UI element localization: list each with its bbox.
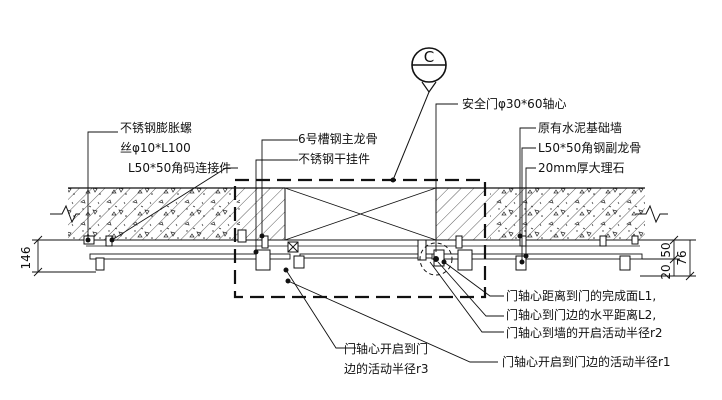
label-r3-line1: 门轴心开启到门 (344, 341, 428, 356)
door-opening (284, 187, 437, 241)
base-wall-right (490, 188, 645, 240)
pivot-point (433, 256, 439, 262)
label-expansion-bolt-line1: 不锈钢膨胀螺 (120, 121, 192, 135)
section-marker: C (390, 47, 447, 183)
label-base-wall: 原有水泥基础墙 (538, 121, 622, 135)
base-wall-center-right (436, 188, 490, 240)
section-marker-letter: C (424, 48, 434, 66)
break-line-left (50, 204, 80, 224)
label-pivot-to-wall: 门轴心到墙的开启活动半径r2 (506, 325, 663, 340)
dim-left-146: 146 (19, 247, 33, 270)
label-r3-line2: 边的活动半径r3 (344, 361, 429, 376)
label-hanger: 不锈钢干挂件 (298, 152, 370, 166)
leader-dots (85, 233, 529, 284)
dim-right-50: 50 (659, 242, 673, 257)
label-marble: 20mm厚大理石 (538, 161, 625, 175)
label-pivot: 安全门φ30*60轴心 (462, 96, 566, 111)
marble-cladding (89, 253, 643, 260)
dim-right-76: 76 (675, 250, 689, 265)
dimension-lines (32, 235, 696, 281)
label-channel-keel: 6号槽钢主龙骨 (298, 132, 378, 146)
break-line-right (636, 204, 668, 224)
door-swing-zone-outline (233, 178, 487, 299)
leader-lines (87, 103, 536, 363)
pivot-detail-circle (419, 242, 453, 276)
base-wall-center-left (240, 188, 285, 240)
label-r1: 门轴心开启到门边的活动半径r1 (502, 354, 671, 369)
label-pivot-to-face: 门轴心距离到门的完成面L1, (506, 288, 656, 303)
label-angle-keel: L50*50角钢副龙骨 (538, 141, 641, 155)
label-expansion-bolt-line2: 丝φ10*L100 (120, 141, 191, 155)
annotation-labels: 不锈钢膨胀螺 丝φ10*L100 L50*50角码连接件 6号槽钢主龙骨 不锈钢… (120, 96, 671, 376)
label-connector: L50*50角码连接件 (128, 160, 231, 175)
dim-right-20: 20 (659, 264, 673, 279)
label-pivot-to-edge: 门轴心到门边的水平距离L2, (506, 307, 656, 322)
